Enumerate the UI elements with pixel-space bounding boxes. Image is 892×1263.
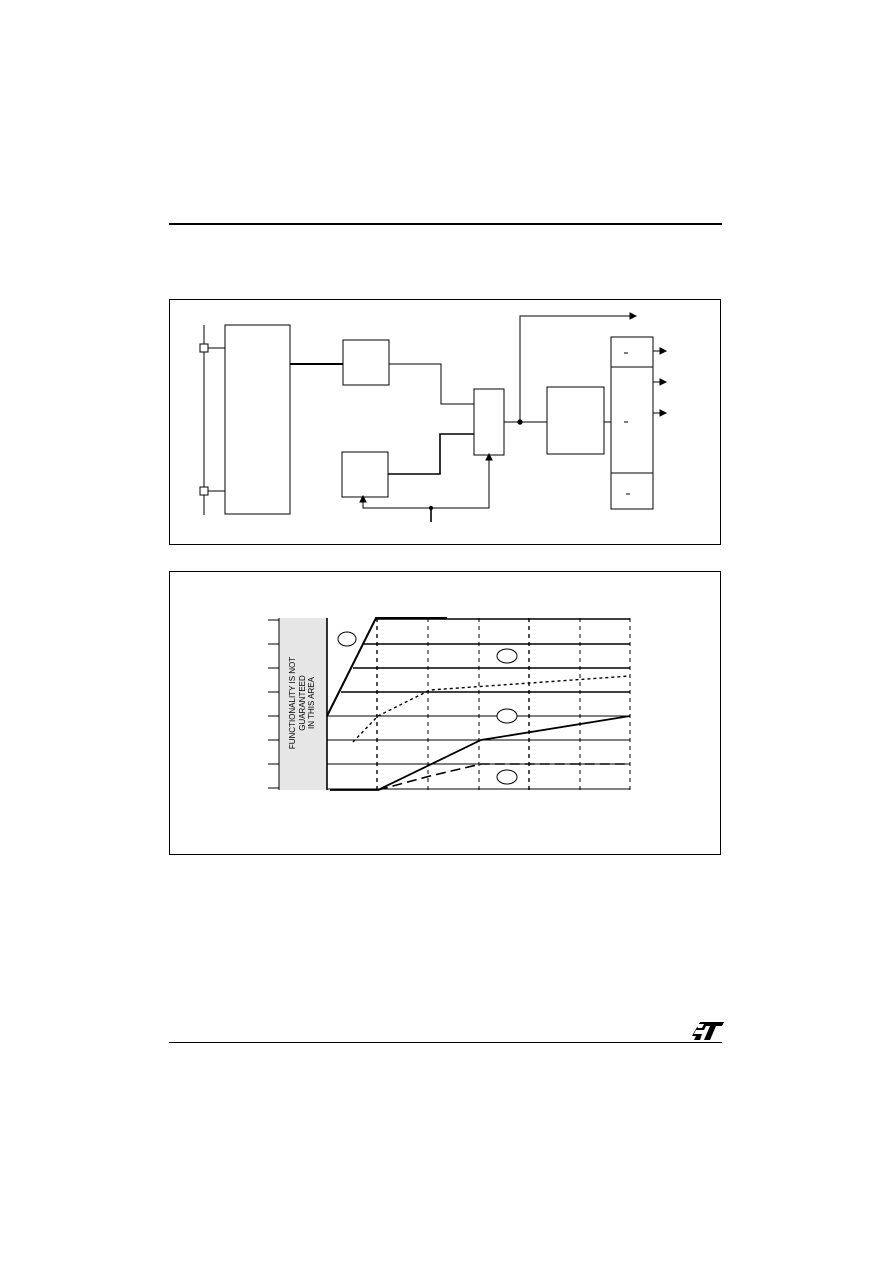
region-marker-d bbox=[496, 769, 518, 785]
main-block bbox=[224, 324, 291, 515]
operating-graph-frame bbox=[169, 571, 721, 855]
header-rule bbox=[169, 223, 722, 225]
region-marker-c bbox=[496, 708, 518, 724]
block-diagram-frame bbox=[169, 299, 721, 545]
region-marker-b bbox=[496, 648, 518, 664]
shaded-area-label-line1: FUNCTIONALITY IS NOT bbox=[287, 656, 297, 750]
register-block bbox=[610, 336, 654, 510]
footer-rule bbox=[169, 1042, 722, 1043]
shaded-area-label-line3: IN THIS AREA bbox=[306, 677, 316, 729]
shaded-area bbox=[279, 618, 327, 790]
process-block bbox=[546, 386, 605, 455]
upper-block bbox=[342, 339, 390, 386]
region-marker-a bbox=[337, 631, 357, 647]
st-logo-icon bbox=[692, 1022, 724, 1040]
shaded-area-label-line2: GUARANTEED bbox=[297, 675, 307, 731]
